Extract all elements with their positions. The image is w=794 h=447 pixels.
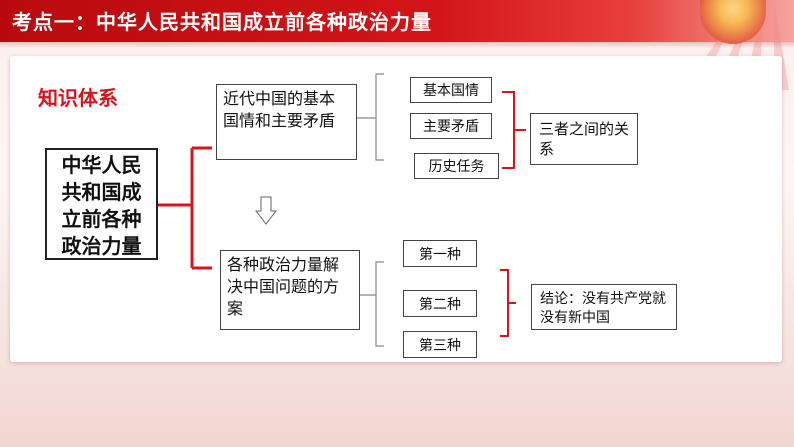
main-topic-box: 中华人民共和国成立前各种政治力量 <box>45 148 158 260</box>
header-shadow <box>0 42 794 48</box>
upper-red-bracket <box>502 91 526 169</box>
item-second-type: 第二种 <box>403 290 477 317</box>
relation-note-box: 三者之间的关系 <box>530 113 638 165</box>
item-main-contradiction: 主要矛盾 <box>410 113 492 139</box>
item-historical-task: 历史任务 <box>414 153 499 179</box>
page-title: 考点一：中华人民共和国成立前各种政治力量 <box>12 10 432 34</box>
down-arrow-icon <box>255 196 277 225</box>
upper-branch-box: 近代中国的基本国情和主要矛盾 <box>216 84 357 160</box>
item-basic-conditions: 基本国情 <box>410 77 492 103</box>
main-bracket <box>158 146 212 270</box>
item-third-type: 第三种 <box>403 331 477 358</box>
header-bar <box>0 0 794 42</box>
section-title: 知识体系 <box>38 86 118 110</box>
lower-red-bracket <box>500 269 516 337</box>
upper-gray-bracket <box>357 73 384 161</box>
lower-branch-box: 各种政治力量解决中国问题的方案 <box>220 250 360 330</box>
lower-gray-bracket <box>360 261 384 347</box>
item-first-type: 第一种 <box>403 240 477 267</box>
conclusion-note-box: 结论：没有共产党就没有新中国 <box>531 284 677 330</box>
